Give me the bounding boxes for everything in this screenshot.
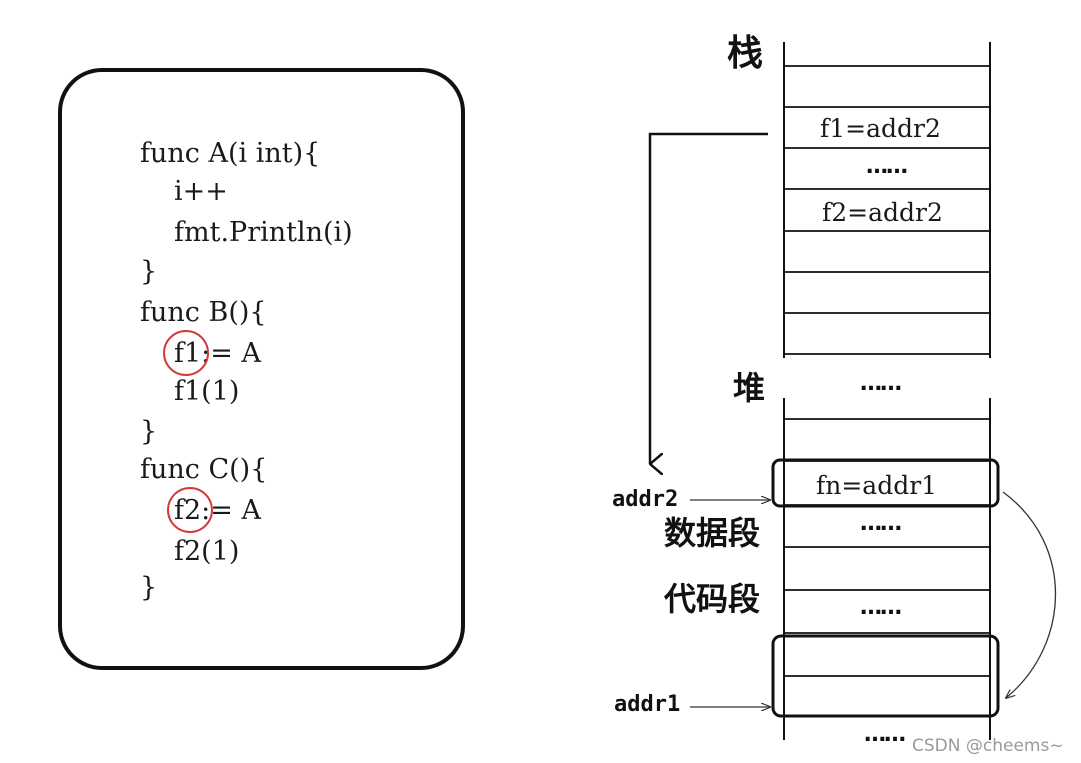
code-line-func-c: func C(){	[140, 454, 268, 485]
addr1-label: addr1	[614, 692, 681, 717]
fn-to-code-arrow	[1002, 491, 1057, 698]
code-line-close-c: }	[140, 572, 158, 603]
code-line-func-a: func A(i int){	[140, 138, 321, 169]
code-line-println: fmt.Println(i)	[174, 217, 353, 248]
f2-highlight-circle	[167, 487, 213, 533]
stack-cell-f1: f1=addr2	[820, 114, 941, 143]
code-panel	[58, 68, 465, 670]
code-segment-dots: ……	[860, 595, 902, 620]
code-line-f1-assign: f1:= A	[174, 338, 261, 369]
heap-cell-fn: fn=addr1	[816, 471, 938, 500]
heap-fn-box	[771, 458, 1000, 508]
data-segment-dots: ……	[860, 511, 902, 536]
stack-label: 栈	[727, 33, 764, 74]
stack-to-heap-arrow	[648, 132, 768, 464]
code-line-f1-call: f1(1)	[174, 376, 240, 407]
code-line-func-b: func B(){	[140, 297, 267, 328]
code-line-increment: i++	[174, 176, 228, 207]
bottom-dots: ……	[864, 722, 906, 747]
code-block-box	[771, 634, 1000, 718]
addr2-label: addr2	[612, 487, 679, 512]
code-line-f2-assign: f2:= A	[174, 495, 261, 526]
code-segment-label: 代码段	[664, 580, 761, 618]
data-segment-label: 数据段	[664, 514, 761, 552]
heap-gap-dots: ……	[860, 371, 902, 396]
code-line-close-a: }	[140, 256, 158, 287]
stack-cell-f2: f2=addr2	[822, 198, 943, 227]
csdn-watermark: CSDN @cheems~	[912, 736, 1064, 756]
code-line-close-b: }	[140, 416, 158, 447]
stack-cell-dots: ……	[866, 154, 908, 179]
f1-highlight-circle	[163, 330, 209, 376]
code-line-f2-call: f2(1)	[174, 536, 240, 567]
heap-label: 堆	[733, 369, 766, 407]
